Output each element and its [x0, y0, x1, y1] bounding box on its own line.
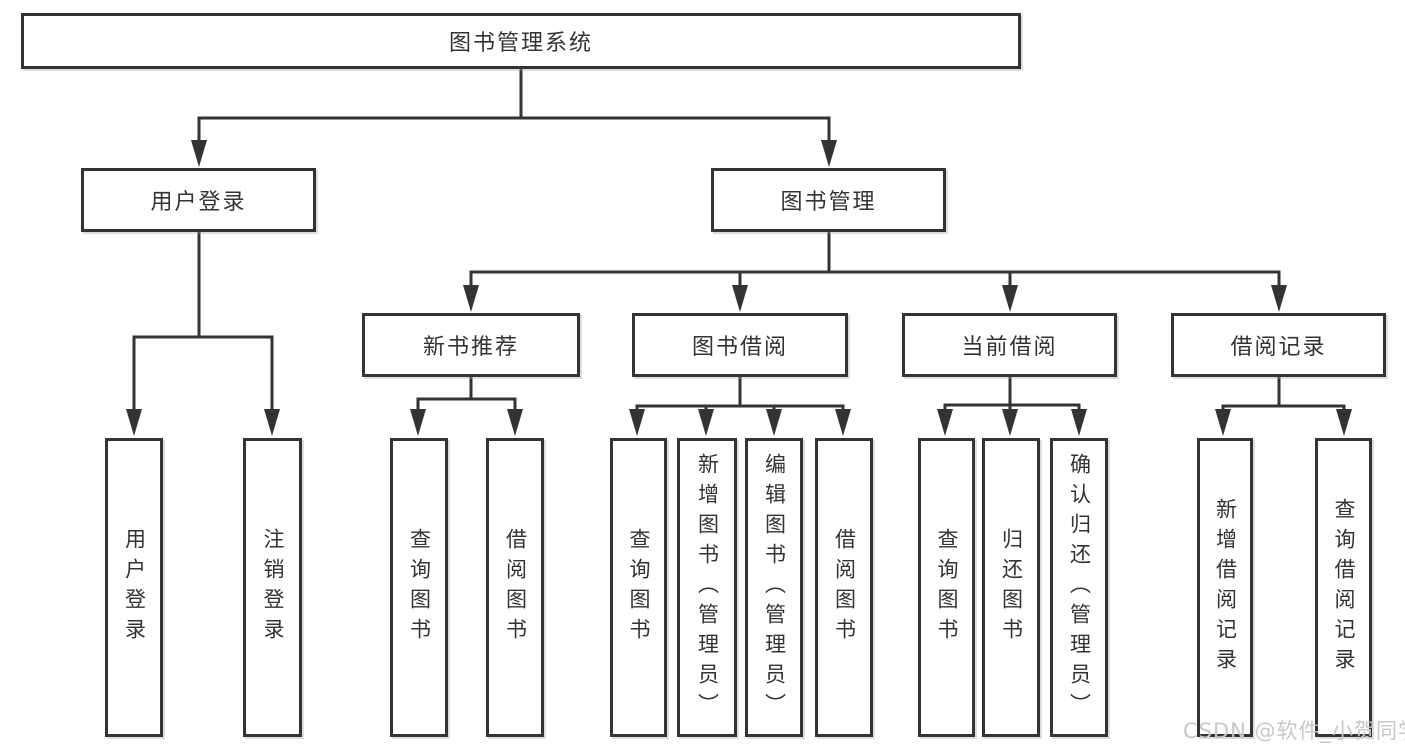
node-label: 新增图书（管理员）: [695, 452, 720, 723]
node-root: 图书管理系统: [21, 13, 1021, 69]
node-br-add-record: 新增借阅记录: [1197, 438, 1253, 737]
node-book-mgmt: 图书管理: [711, 168, 946, 232]
node-leaf-logout: 注销登录: [243, 438, 302, 737]
node-bb-borrow-books: 借阅图书: [815, 438, 873, 737]
node-bb-add-books-admin: 新增图书（管理员）: [677, 438, 737, 737]
node-cb-return-books: 归还图书: [982, 438, 1040, 737]
node-label: 查询借阅记录: [1332, 497, 1356, 678]
node-label: 归还图书: [999, 527, 1024, 648]
node-label: 编辑图书（管理员）: [762, 452, 787, 723]
node-label: 查询图书: [935, 527, 959, 648]
node-current-borrow: 当前借阅: [902, 313, 1117, 377]
node-label: 图书管理: [780, 190, 877, 215]
node-label: 注销登录: [261, 527, 285, 648]
node-label: 图书借阅: [691, 335, 788, 360]
node-label: 图书管理系统: [448, 31, 593, 56]
node-label: 用户登录: [150, 190, 247, 215]
node-label: 借阅记录: [1230, 335, 1327, 360]
node-label: 当前借阅: [961, 335, 1058, 360]
node-label: 用户登录: [122, 527, 147, 648]
node-new-book-rec: 新书推荐: [362, 313, 580, 377]
node-label: 查询图书: [627, 527, 651, 648]
node-bb-edit-books-admin: 编辑图书（管理员）: [745, 438, 803, 737]
node-label: 新书推荐: [422, 335, 519, 360]
node-label: 借阅图书: [832, 527, 857, 648]
node-nb-query-books: 查询图书: [390, 438, 448, 737]
arrowheads: [126, 140, 1352, 436]
node-cb-confirm-return-admin: 确认归还（管理员）: [1050, 438, 1108, 737]
node-nb-borrow-books: 借阅图书: [486, 438, 544, 737]
node-label: 借阅图书: [503, 527, 528, 648]
node-label: 新增借阅记录: [1213, 497, 1238, 678]
node-book-borrow: 图书借阅: [632, 313, 848, 377]
node-label: 确认归还（管理员）: [1067, 452, 1092, 723]
node-borrow-records: 借阅记录: [1171, 313, 1386, 377]
node-bb-query-books: 查询图书: [610, 438, 667, 737]
node-cb-query-books: 查询图书: [918, 438, 975, 737]
csdn-watermark: CSDN @软件_小贺同学: [1183, 719, 1405, 743]
node-user-login: 用户登录: [81, 168, 316, 232]
node-br-query-record: 查询借阅记录: [1315, 438, 1372, 737]
node-leaf-user-login: 用户登录: [105, 438, 163, 737]
node-label: 查询图书: [407, 527, 432, 648]
